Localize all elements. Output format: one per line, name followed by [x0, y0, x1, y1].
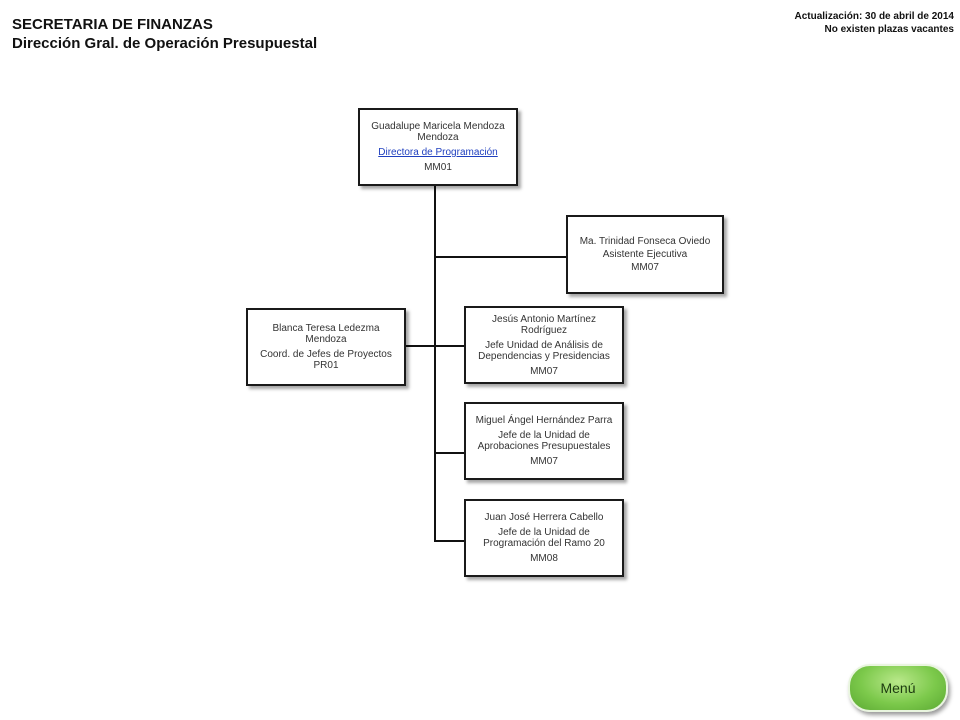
- org-box-coordinator: Blanca Teresa Ledezma Mendoza Coord. de …: [246, 308, 406, 386]
- org-box-unit3: Juan José Herrera Cabello Jefe de la Uni…: [464, 499, 624, 577]
- assistant-name: Ma. Trinidad Fonseca Oviedo: [579, 236, 711, 247]
- connector-trunk: [434, 186, 436, 542]
- connector-assistant: [434, 256, 566, 258]
- org-box-assistant: Ma. Trinidad Fonseca Oviedo Asistente Ej…: [566, 215, 724, 294]
- menu-button-label: Menú: [880, 680, 916, 696]
- coordinator-position: Coord. de Jefes de Proyectos: [260, 349, 392, 360]
- connector-coordinator: [404, 345, 436, 347]
- org-box-director: Guadalupe Maricela Mendoza Mendoza Direc…: [358, 108, 518, 186]
- unit3-name: Juan José Herrera Cabello: [484, 512, 604, 523]
- org-box-unit1: Jesús Antonio Martínez Rodríguez Jefe Un…: [464, 306, 624, 384]
- unit1-level: MM07: [530, 365, 558, 377]
- unit2-position: Jefe de la Unidad de Aprobaciones Presup…: [477, 430, 611, 452]
- assistant-position: Asistente Ejecutiva: [602, 249, 688, 260]
- director-level: MM01: [424, 162, 452, 173]
- connector-unit3: [434, 540, 466, 542]
- page-title: SECRETARIA DE FINANZAS: [12, 16, 213, 33]
- director-name: Guadalupe Maricela Mendoza Mendoza: [371, 121, 505, 143]
- unit3-level: MM08: [530, 553, 558, 564]
- coordinator-level: PR01: [313, 360, 339, 371]
- vacancy-note: No existen plazas vacantes: [824, 24, 954, 35]
- coordinator-name: Blanca Teresa Ledezma Mendoza: [272, 323, 380, 345]
- assistant-level: MM07: [631, 262, 659, 273]
- update-info: Actualización: 30 de abril de 2014 No ex…: [794, 10, 954, 36]
- unit2-level: MM07: [530, 456, 558, 467]
- page-subtitle: Dirección Gral. de Operación Presupuesta…: [12, 35, 318, 52]
- unit1-name: Jesús Antonio Martínez Rodríguez: [492, 313, 596, 336]
- connector-unit2: [434, 452, 466, 454]
- unit3-position: Jefe de la Unidad de Programación del Ra…: [483, 527, 605, 549]
- org-box-unit2: Miguel Ángel Hernández Parra Jefe de la …: [464, 402, 624, 480]
- unit1-position: Jefe Unidad de Análisis de Dependencias …: [478, 339, 610, 362]
- connector-unit1: [434, 345, 466, 347]
- unit2-name: Miguel Ángel Hernández Parra: [475, 415, 613, 426]
- update-date: Actualización: 30 de abril de 2014: [794, 11, 954, 22]
- director-position-link[interactable]: Directora de Programación: [378, 147, 498, 158]
- menu-button[interactable]: Menú: [848, 664, 948, 712]
